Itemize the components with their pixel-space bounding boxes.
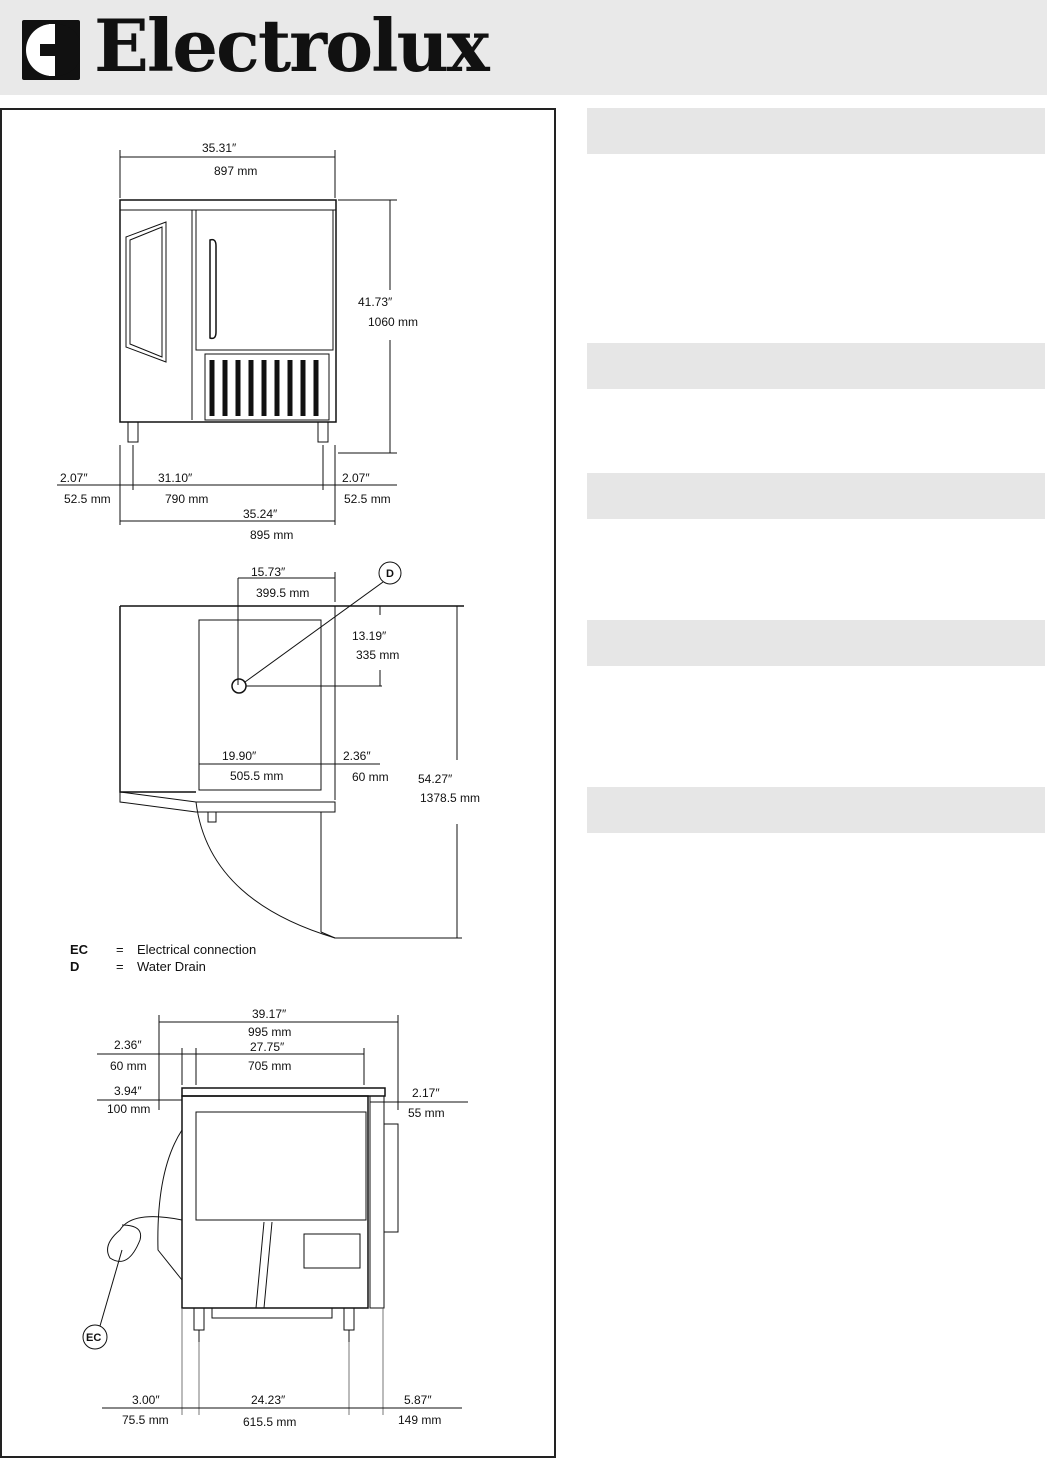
side-foot-left-in: 3.00″ — [132, 1393, 160, 1407]
side-handle-in: 2.17″ — [412, 1086, 440, 1100]
side-overall-mm: 995 mm — [248, 1025, 291, 1039]
side-view: 39.17″ 995 mm 2.36″ 60 mm 27.75″ 705 mm … — [82, 1007, 468, 1429]
legend-d-key: D — [70, 959, 79, 974]
front-height-mm: 1060 mm — [368, 315, 418, 329]
side-foot-right-in: 5.87″ — [404, 1393, 432, 1407]
front-base-width-in: 35.24″ — [243, 507, 278, 521]
electrolux-logo-icon — [22, 20, 80, 80]
side-rear-offset-in: 3.94″ — [114, 1084, 142, 1098]
depth-mm: 1378.5 mm — [420, 791, 480, 805]
section-bar-5 — [587, 787, 1045, 833]
front-feet-span-in: 31.10″ — [158, 471, 193, 485]
front-right-offset-in: 2.07″ — [342, 471, 370, 485]
front-left-offset-mm: 52.5 mm — [64, 492, 111, 506]
front-feet-span-mm: 790 mm — [165, 492, 208, 506]
legend-d-eq: = — [116, 959, 124, 974]
top-view: 15.73″ 399.5 mm D 13.19″ 335 mm 19.90″ — [119, 561, 480, 939]
side-top-width-mm: 705 mm — [248, 1059, 291, 1073]
side-foot-left-mm: 75.5 mm — [122, 1413, 169, 1427]
front-height-in: 41.73″ — [358, 295, 393, 309]
front-base-width-mm: 895 mm — [250, 528, 293, 542]
drain-bubble — [378, 561, 402, 585]
section-bar-3 — [587, 473, 1045, 519]
depth-in: 54.27″ — [418, 772, 453, 786]
legend-ec-desc: Electrical connection — [137, 942, 256, 957]
side-foot-right-mm: 149 mm — [398, 1413, 441, 1427]
side-overall-in: 39.17″ — [252, 1007, 287, 1021]
section-bar-4 — [587, 620, 1045, 666]
inner-width-in: 19.90″ — [222, 749, 257, 763]
side-top-width-in: 27.75″ — [250, 1040, 285, 1054]
drain-y-mm: 335 mm — [356, 648, 399, 662]
section-bar-2 — [587, 343, 1045, 389]
side-gap-in: 2.36″ — [343, 749, 371, 763]
side-top-offset-mm: 60 mm — [110, 1059, 147, 1073]
side-foot-span-mm: 615.5 mm — [243, 1415, 296, 1429]
drain-x-in: 15.73″ — [251, 565, 286, 579]
legend-ec-key: EC — [70, 942, 89, 957]
side-rear-offset-mm: 100 mm — [107, 1102, 150, 1116]
technical-drawing-frame: 35.31″ 897 mm — [0, 108, 556, 1458]
legend-ec-eq: = — [116, 942, 124, 957]
front-view: 35.31″ 897 mm — [57, 141, 418, 542]
brand-wordmark: Electrolux — [94, 3, 490, 88]
front-left-offset-in: 2.07″ — [60, 471, 88, 485]
inner-width-mm: 505.5 mm — [230, 769, 283, 783]
technical-drawing: 35.31″ 897 mm — [57, 141, 480, 1429]
drain-bubble-label: D — [386, 568, 394, 580]
side-top-offset-in: 2.36″ — [114, 1038, 142, 1052]
ec-bubble — [82, 1324, 108, 1350]
header-band: Electrolux — [0, 0, 1047, 95]
side-foot-span-in: 24.23″ — [251, 1393, 286, 1407]
drain-y-in: 13.19″ — [352, 629, 387, 643]
legend-d-desc: Water Drain — [137, 959, 206, 974]
side-gap-mm: 60 mm — [352, 770, 389, 784]
legend: EC = Electrical connection D = Water Dra… — [70, 942, 256, 974]
front-width-in: 35.31″ — [202, 141, 237, 155]
front-right-offset-mm: 52.5 mm — [344, 492, 391, 506]
section-bar-1 — [587, 108, 1045, 154]
side-handle-mm: 55 mm — [408, 1106, 445, 1120]
ec-bubble-label: EC — [86, 1332, 101, 1344]
drain-x-mm: 399.5 mm — [256, 586, 309, 600]
front-width-mm: 897 mm — [214, 164, 257, 178]
